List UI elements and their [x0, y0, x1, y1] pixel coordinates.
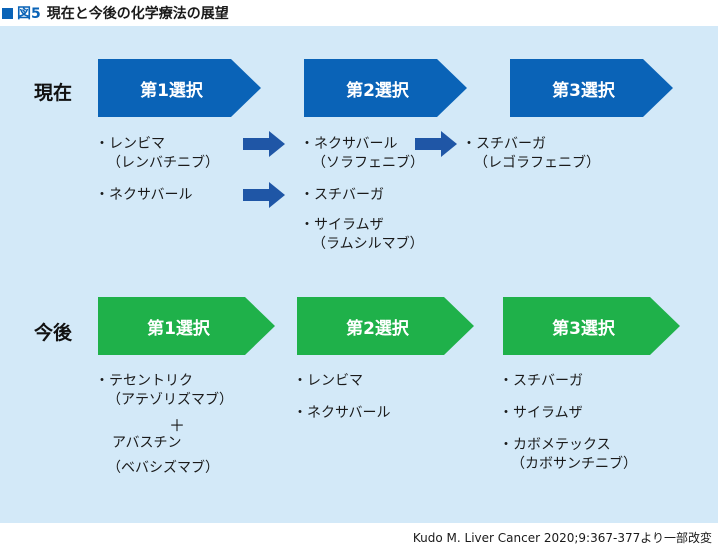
current-col3-item-1: ・スチバーガ （レゴラフェニブ） [462, 135, 600, 173]
current-col1-item-1: ・レンビマ （レンバチニブ） [95, 135, 219, 173]
diagram-panel: 現在 第1選択 第2選択 第3選択 ・レンビマ （レンバチニブ） ・ネクサバール… [0, 26, 718, 523]
arrow-right-icon [243, 182, 285, 208]
drug-name: ・カボメテックス [499, 437, 611, 453]
drug-name: ・スチバーガ [499, 373, 583, 389]
drug-name: ・サイラムザ [499, 405, 583, 421]
current-step-1: 第1選択 [98, 59, 261, 117]
future-col1-combination-b: アバスチン [112, 434, 181, 453]
citation: Kudo M. Liver Cancer 2020;9:367-377より一部改… [412, 531, 712, 545]
future-col1-combination-b-generic: （ベバシズマブ） [107, 459, 219, 478]
figure-title: 図5 現在と今後の化学療法の展望 [0, 0, 229, 26]
future-col2-item-2: ・ネクサバール [293, 404, 390, 423]
drug-name: ・ネクサバール [300, 136, 398, 152]
future-step-3-label: 第3選択 [552, 318, 615, 339]
future-step-3: 第3選択 [503, 297, 680, 355]
future-col2-item-1: ・レンビマ [293, 372, 363, 391]
future-col3-item-3: ・カボメテックス （カボサンチニブ） [499, 436, 637, 474]
current-col2-item-3: ・サイラムザ （ラムシルマブ） [300, 216, 424, 254]
drug-generic: （カボサンチニブ） [511, 456, 637, 472]
drug-generic: （ベバシズマブ） [107, 460, 219, 476]
arrow-right-icon [415, 131, 457, 157]
figure-title-text: 現在と今後の化学療法の展望 [46, 6, 229, 22]
future-step-2: 第2選択 [297, 297, 474, 355]
drug-name: ・テセントリク [95, 373, 193, 389]
current-step-3: 第3選択 [510, 59, 673, 117]
title-square-icon [2, 7, 13, 19]
current-step-2: 第2選択 [304, 59, 467, 117]
future-col1-combination: ・テセントリク （アテゾリズマブ） [95, 372, 233, 410]
current-step-2-label: 第2選択 [346, 80, 409, 101]
drug-generic: （レンバチニブ） [107, 155, 219, 171]
row-label-future: 今後 [34, 322, 73, 344]
drug-generic: （アテゾリズマブ） [107, 392, 233, 408]
drug-name: ・スチバーガ [462, 136, 546, 152]
drug-generic: （ラムシルマブ） [312, 236, 424, 252]
drug-name: ・レンビマ [95, 136, 165, 152]
drug-generic: （レゴラフェニブ） [474, 155, 600, 171]
plus-sign: ＋ [169, 416, 186, 435]
current-step-1-label: 第1選択 [140, 80, 203, 101]
current-col1-item-2: ・ネクサバール [95, 186, 192, 205]
future-col3-item-1: ・スチバーガ [499, 372, 583, 391]
future-col3-item-2: ・サイラムザ [499, 404, 583, 423]
row-label-current: 現在 [34, 82, 73, 104]
drug-name: ・サイラムザ [300, 217, 384, 233]
arrow-right-icon [243, 131, 285, 157]
drug-generic: （ソラフェニブ） [312, 155, 424, 171]
current-step-3-label: 第3選択 [552, 80, 615, 101]
figure-number: 図5 [17, 6, 41, 22]
current-col2-item-1: ・ネクサバール （ソラフェニブ） [300, 135, 424, 173]
drug-name: ・ネクサバール [95, 187, 193, 203]
current-col2-item-2: ・スチバーガ [300, 186, 384, 205]
drug-name: ・スチバーガ [300, 187, 384, 203]
drug-name: ・レンビマ [293, 373, 363, 389]
future-step-2-label: 第2選択 [346, 318, 409, 339]
future-step-1: 第1選択 [98, 297, 275, 355]
drug-name: ・ネクサバール [293, 405, 391, 421]
drug-name: アバスチン [112, 435, 182, 451]
future-step-1-label: 第1選択 [147, 318, 210, 339]
